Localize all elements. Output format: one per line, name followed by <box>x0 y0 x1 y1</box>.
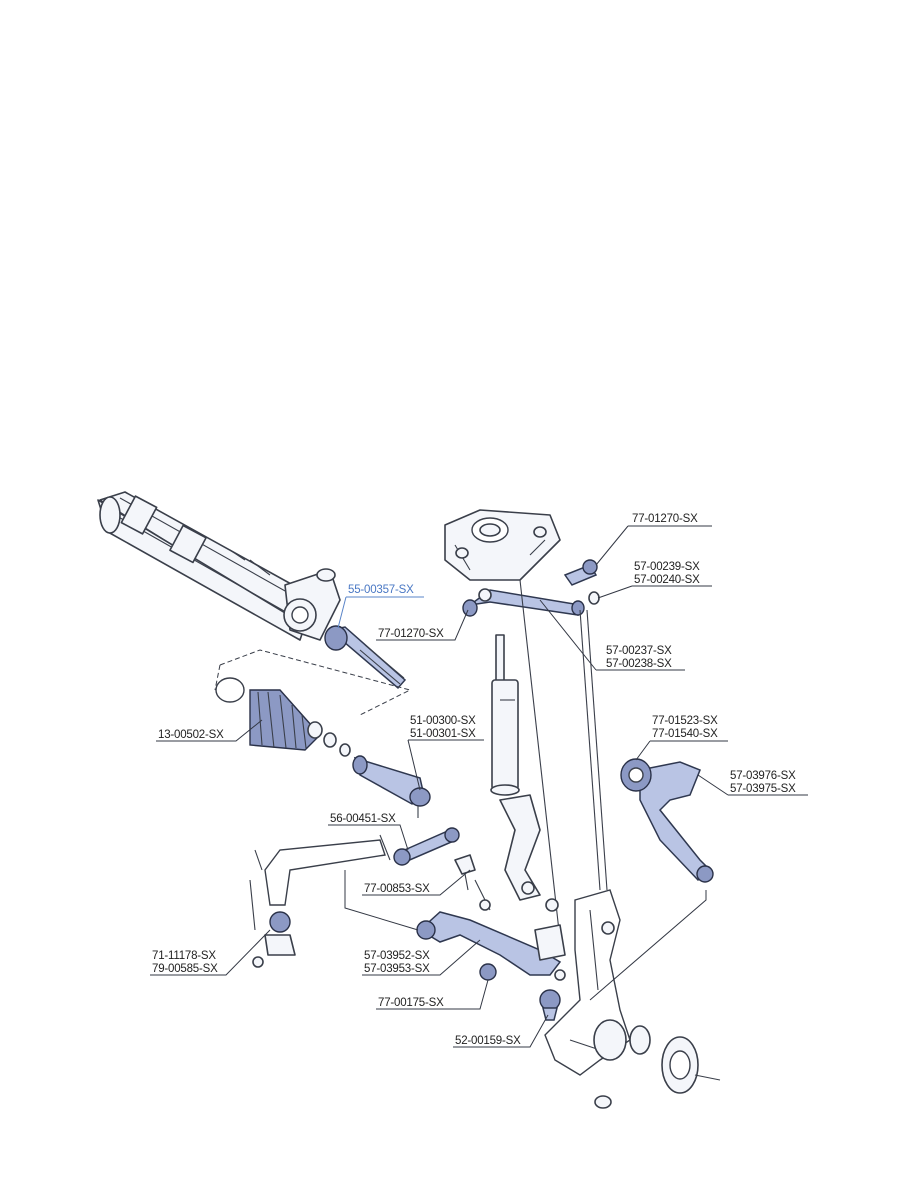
leader-57-03952 <box>362 939 481 976</box>
leader-55-00357 <box>337 596 424 629</box>
leader-57-00237 <box>539 599 685 671</box>
label-51-00301: 51-00301-SX <box>410 728 476 740</box>
label-57-00238: 57-00238-SX <box>606 658 672 670</box>
strut-fork <box>499 794 541 901</box>
bushing-group <box>454 854 491 911</box>
leader-52-00159 <box>453 1014 549 1048</box>
label-51-00300: 51-00300-SX <box>410 715 476 727</box>
front-lower-arm <box>416 898 566 981</box>
knuckle-stems <box>519 579 608 941</box>
leader-57-00239 <box>597 585 712 599</box>
ball-joint <box>539 989 561 1021</box>
leader-57-03976 <box>697 774 808 796</box>
label-57-03975: 57-03975-SX <box>730 783 796 795</box>
label-71-11178: 71-11178-SX <box>152 950 216 962</box>
leader-77-00175 <box>376 979 489 1010</box>
label-77-01523: 77-01523-SX <box>652 715 718 727</box>
label-57-03976: 57-03976-SX <box>730 770 796 782</box>
leader-77-01270-top <box>595 525 712 566</box>
label-77-00175: 77-00175-SX <box>378 997 444 1009</box>
leader-rear-arm-knuckle <box>589 890 707 1001</box>
label-57-00237: 57-00237-SX <box>606 645 672 657</box>
tie-rod-end <box>352 755 431 818</box>
stabilizer-bar <box>249 834 391 968</box>
upper-arm-front <box>563 559 600 605</box>
shock-absorber <box>490 634 520 796</box>
label-57-00240: 57-00240-SX <box>634 574 700 586</box>
leader-77-01270-mid <box>376 609 469 641</box>
steering-rack <box>97 491 341 641</box>
tie-rod-bracket <box>214 649 412 716</box>
label-52-00159: 52-00159-SX <box>455 1035 521 1047</box>
knuckle-hub <box>544 889 721 1109</box>
leader-13-00502 <box>156 719 263 742</box>
leader-51-00300 <box>407 739 484 791</box>
label-79-00585: 79-00585-SX <box>152 963 218 975</box>
upper-mount <box>444 509 561 581</box>
inner-tie-rod <box>324 625 407 690</box>
label-13-00502: 13-00502-SX <box>158 729 224 741</box>
rear-lower-arm <box>620 758 714 883</box>
leader-56-00451 <box>328 824 409 851</box>
label-56-00451: 56-00451-SX <box>330 813 396 825</box>
label-77-01270-mid: 77-01270-SX <box>378 628 444 640</box>
label-77-00853: 77-00853-SX <box>364 883 430 895</box>
leader-bracket-lower <box>344 870 419 931</box>
label-57-03953: 57-03953-SX <box>364 963 430 975</box>
leader-71-11178 <box>150 929 271 976</box>
label-57-00239: 57-00239-SX <box>634 561 700 573</box>
label-55-00357: 55-00357-SX <box>348 584 414 596</box>
rack-boot <box>215 677 351 757</box>
label-57-03952: 57-03952-SX <box>364 950 430 962</box>
leader-77-00853 <box>362 869 471 896</box>
label-77-01540: 77-01540-SX <box>652 728 718 740</box>
leader-77-01523 <box>635 740 728 761</box>
stabilizer-link <box>393 827 460 866</box>
label-77-01270-top: 77-01270-SX <box>632 513 698 525</box>
upper-arm-rear <box>462 588 585 617</box>
